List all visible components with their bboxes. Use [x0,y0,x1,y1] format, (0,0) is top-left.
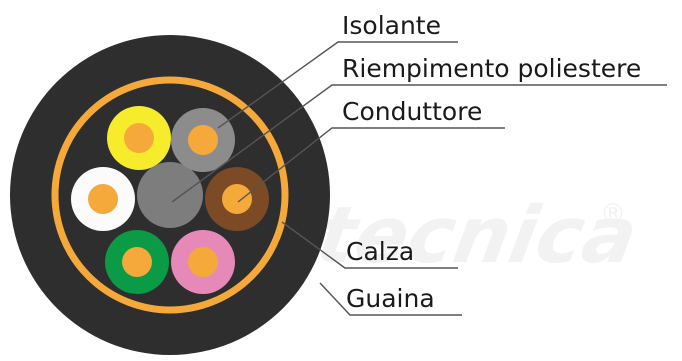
label-conduttore: Conduttore [342,97,482,126]
braid-ring [51,76,289,314]
copper-core [188,125,218,155]
watermark-logo: tecnica ® [310,190,644,281]
cable-cross-section [10,35,330,355]
label-isolante: Isolante [342,11,441,40]
conductor-green [105,230,169,294]
label-riempimento-poliestere: Riempimento poliestere [342,54,641,83]
label-calza: Calza [346,237,414,266]
copper-core [88,184,118,214]
leader-line-calza [281,221,458,269]
polyester-filler [137,162,203,228]
watermark-registered-mark: ® [600,199,626,229]
watermark-text: tecnica [310,190,644,281]
conductor-pink [171,230,235,294]
copper-core [222,184,252,214]
leader-lines [171,41,667,316]
conductor-white [71,167,135,231]
conductor-brown [205,167,269,231]
leader-line-isolante [217,41,458,129]
copper-core [124,123,154,153]
copper-core [188,247,218,277]
leader-line-guaina [319,282,462,316]
conductor-yellow [107,106,171,170]
leader-line-riempimento [171,84,667,203]
leader-line-conduttore [237,127,505,203]
conductor-grey [171,108,235,172]
label-guaina: Guaina [346,284,435,313]
copper-core [122,247,152,277]
